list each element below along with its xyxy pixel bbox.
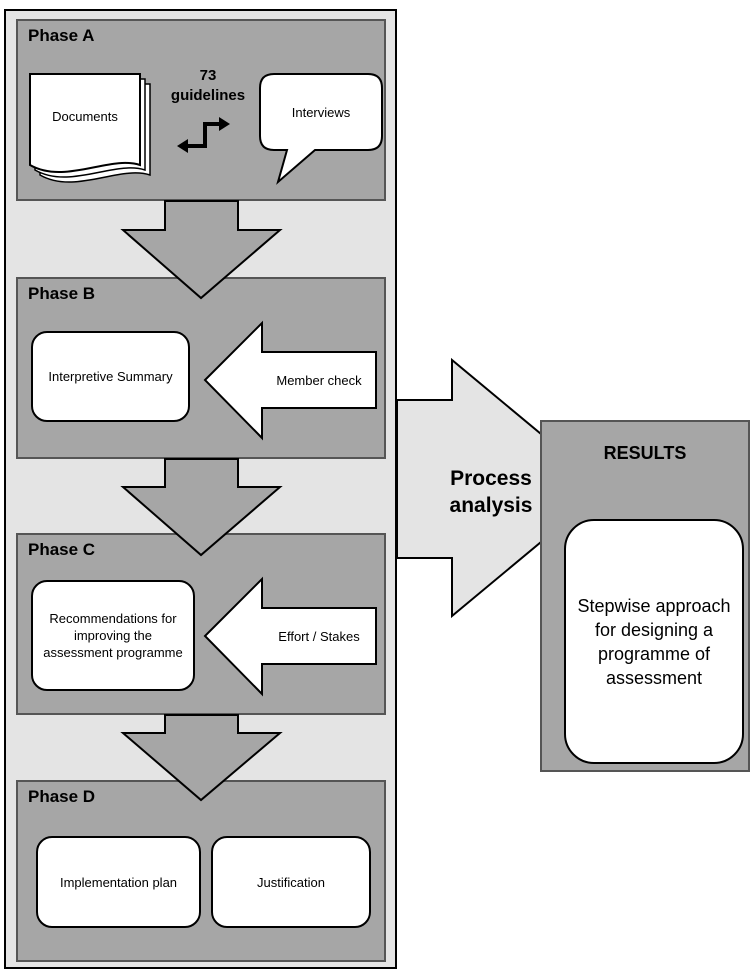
effort-stakes-arrow — [203, 576, 377, 697]
phase-c-title: Phase C — [28, 540, 96, 559]
recommendations-box: Recommendations for improving the assess… — [31, 580, 195, 691]
interpretive-summary-label: Interpretive Summary — [48, 369, 173, 384]
effort-stakes-label: Effort / Stakes — [278, 628, 360, 644]
process-analysis-label: Process analysis — [449, 467, 533, 517]
justification-label: Justification — [257, 874, 325, 890]
interpretive-summary-box: Interpretive Summary — [31, 331, 190, 422]
phase-b-title: Phase B — [28, 284, 96, 303]
results-content-box: Stepwise approach for designing a progra… — [564, 519, 744, 764]
results-title: RESULTS — [603, 443, 687, 463]
phase-d-title: Phase D — [28, 787, 96, 806]
phase-a-title: Phase A — [28, 26, 95, 45]
implementation-plan-box: Implementation plan — [36, 836, 201, 928]
justification-box: Justification — [211, 836, 371, 928]
member-check-arrow — [203, 320, 377, 441]
recommendations-label: Recommendations for improving the assess… — [43, 611, 183, 660]
interviews-label: Interviews — [291, 104, 351, 120]
down-arrow-c-d — [120, 714, 283, 802]
exchange-arrow-icon — [177, 117, 230, 153]
member-check-label: Member check — [276, 372, 362, 388]
down-arrow-b-c — [120, 458, 283, 557]
documents-icon — [29, 73, 151, 183]
results-content: Stepwise approach for designing a progra… — [577, 595, 731, 688]
interviews-bubble — [259, 73, 383, 185]
implementation-plan-label: Implementation plan — [59, 874, 178, 890]
down-arrow-a-b — [120, 200, 283, 300]
documents-label: Documents — [52, 108, 118, 124]
guidelines-label: 73 guidelines — [170, 67, 246, 104]
